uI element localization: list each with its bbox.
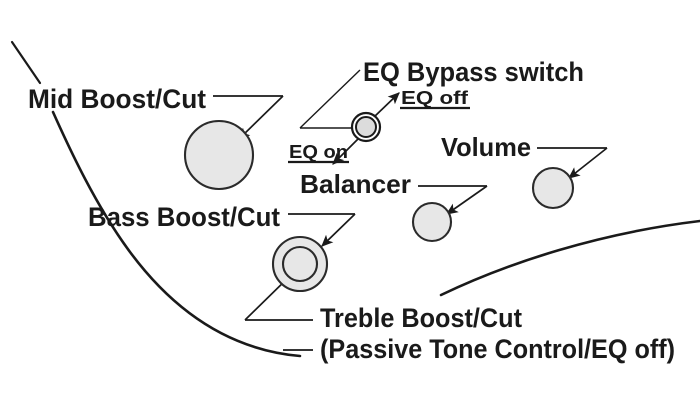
leader-eq-on-arrow — [332, 137, 360, 165]
leader-bass-arrow — [321, 213, 356, 247]
label-treble-boost-cut: Treble Boost/Cut — [320, 303, 522, 333]
leader-eq-off-arrow — [372, 92, 400, 119]
balancer-knob[interactable] — [411, 201, 453, 243]
label-eq-on: EQ on — [289, 142, 348, 162]
treble-knob-inner[interactable] — [281, 245, 319, 283]
label-treble-subcaption: (Passive Tone Control/EQ off) — [320, 334, 675, 364]
label-mid-boost-cut: Mid Boost/Cut — [28, 84, 206, 114]
label-bass-boost-cut: Bass Boost/Cut — [88, 202, 280, 232]
eq-bypass-switch[interactable] — [350, 111, 382, 143]
body-edge-lower-sweep — [51, 110, 302, 358]
caption-underlines — [288, 106, 470, 164]
mid-knob[interactable] — [183, 119, 255, 191]
eq-switch-cap[interactable] — [355, 116, 377, 138]
leader-mid-arrow — [238, 95, 284, 140]
label-balancer: Balancer — [300, 169, 411, 199]
label-eq-bypass-switch: EQ Bypass switch — [363, 57, 584, 87]
leader-eq-bypass-diagonal — [299, 69, 361, 129]
label-volume: Volume — [441, 132, 531, 162]
guitar-body-outline — [10, 40, 700, 358]
volume-knob[interactable] — [531, 166, 575, 210]
body-edge-right-sweep — [439, 219, 700, 297]
controls-layer — [183, 111, 575, 293]
label-eq-off: EQ off — [401, 88, 469, 108]
body-edge-upper-left — [10, 40, 42, 85]
leader-volume-arrow — [568, 147, 608, 179]
leader-lines — [213, 69, 608, 351]
callout-labels: Mid Boost/Cut Bass Boost/Cut EQ Bypass s… — [28, 57, 675, 364]
bass-treble-stacked-knob[interactable] — [271, 235, 329, 293]
leader-balancer-arrow — [446, 185, 488, 215]
